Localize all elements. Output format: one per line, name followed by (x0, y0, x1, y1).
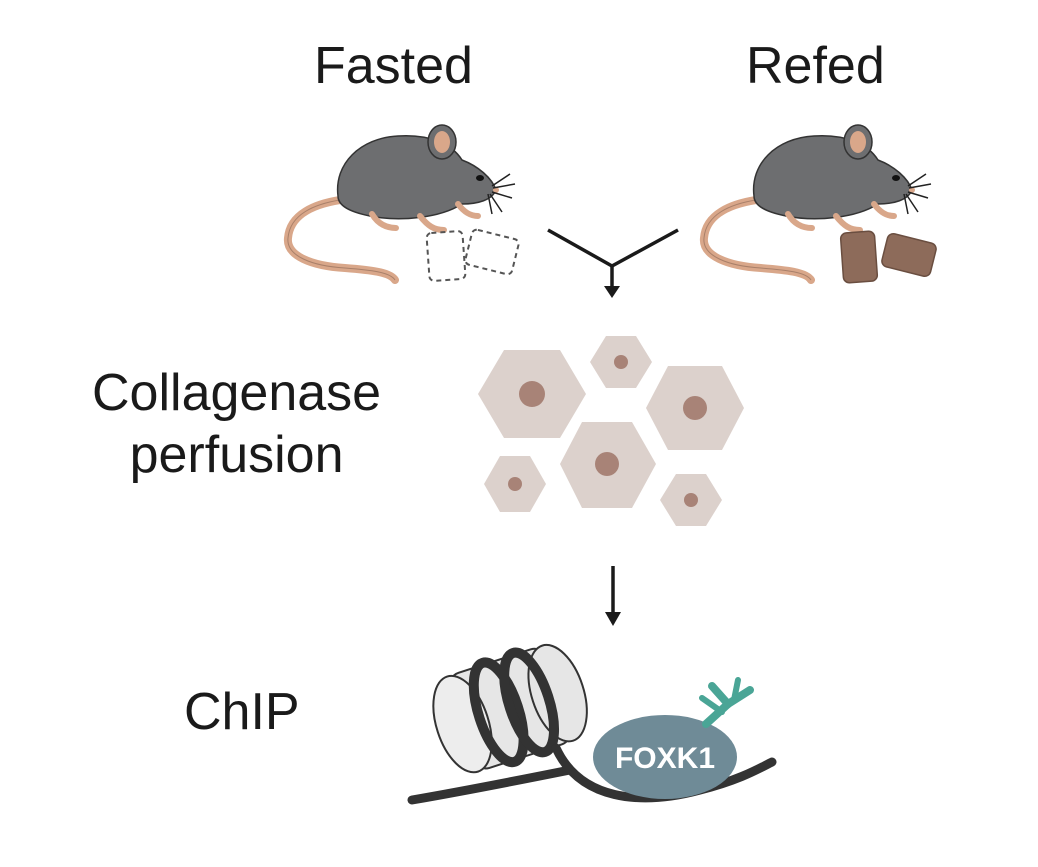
down-arrow-icon (605, 566, 621, 626)
hepatocyte-icon (590, 336, 652, 388)
nucleosome-icon (407, 643, 777, 805)
collagenase-perfusion-label: Collagenase perfusion (92, 362, 381, 486)
chip-label: ChIP (184, 683, 300, 741)
hepatocyte-icon (560, 422, 656, 508)
foxk1-protein: FOXK1 (593, 715, 737, 799)
fasted-label: Fasted (314, 37, 473, 95)
antibody-icon (699, 677, 754, 728)
chow-pellet-icon (839, 230, 937, 284)
empty-chow-outline-icon (425, 228, 520, 282)
hepatocyte-icon (660, 474, 722, 526)
collagenase-label-line2: perfusion (129, 426, 344, 484)
hepatocyte-icon (478, 350, 586, 438)
merge-arrow-icon (547, 228, 679, 298)
hepatocyte-icon (646, 366, 744, 450)
collagenase-label-line1: Collagenase (92, 364, 382, 422)
refed-label: Refed (746, 37, 885, 95)
hepatocyte-icon (484, 456, 546, 512)
hepatocytes-icon (478, 336, 744, 526)
foxk1-label: FOXK1 (615, 742, 715, 775)
mouse-fasted-icon (288, 125, 515, 280)
